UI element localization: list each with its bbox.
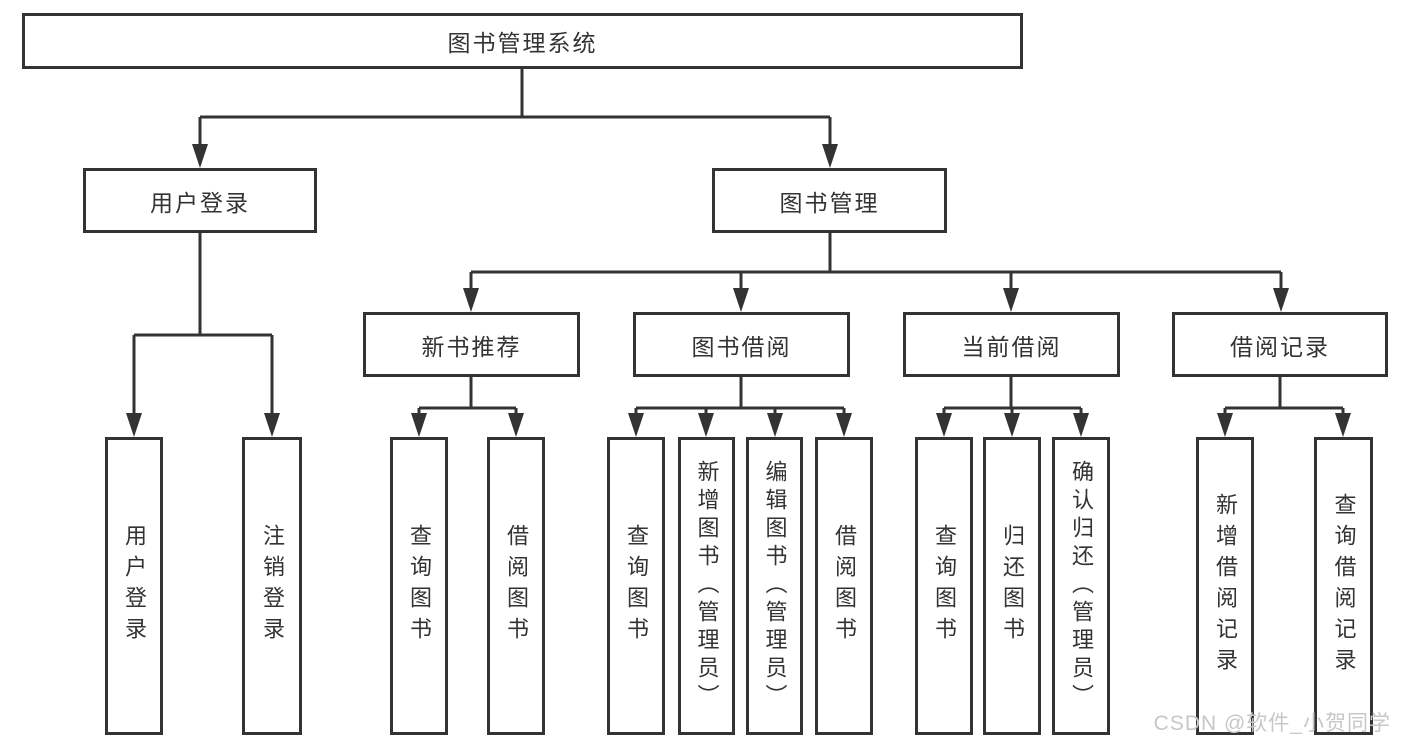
node-book-management: 图书管理 (712, 168, 947, 233)
leaf-add-book-admin: 新增图书（管理员） (678, 437, 735, 735)
leaf-query-borrow-record: 查询借阅记录 (1314, 437, 1373, 735)
leaf-return-book: 归还图书 (983, 437, 1041, 735)
node-borrow-records: 借阅记录 (1172, 312, 1388, 377)
arrowheads (126, 144, 1351, 437)
node-user-login: 用户登录 (83, 168, 317, 233)
node-book-borrow: 图书借阅 (633, 312, 850, 377)
node-root-system: 图书管理系统 (22, 13, 1023, 69)
leaf-query-book-borrow: 查询图书 (607, 437, 665, 735)
leaf-logout: 注销登录 (242, 437, 302, 735)
leaf-edit-book-admin: 编辑图书（管理员） (746, 437, 803, 735)
leaf-add-borrow-record: 新增借阅记录 (1196, 437, 1254, 735)
leaf-borrow-book-recommend: 借阅图书 (487, 437, 545, 735)
node-current-borrow: 当前借阅 (903, 312, 1120, 377)
node-new-book-recommend: 新书推荐 (363, 312, 580, 377)
leaf-borrow-book: 借阅图书 (815, 437, 873, 735)
csdn-watermark: CSDN @软件_小贺同学 (1153, 712, 1391, 735)
leaf-query-book-current: 查询图书 (915, 437, 973, 735)
leaf-confirm-return-admin: 确认归还（管理员） (1052, 437, 1110, 735)
leaf-user-login: 用户登录 (105, 437, 163, 735)
leaf-query-book-recommend: 查询图书 (390, 437, 448, 735)
